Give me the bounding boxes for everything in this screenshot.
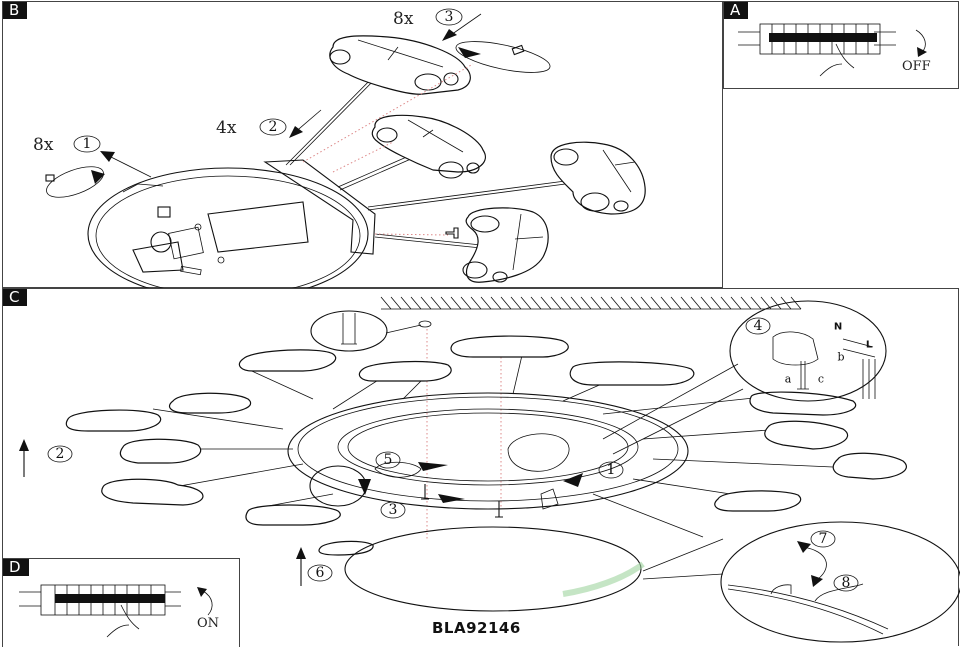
screw-icon (445, 227, 459, 239)
glass-diffuser (344, 526, 645, 612)
svg-text:8: 8 (842, 575, 851, 591)
screw-icon (421, 484, 503, 518)
fuse-box-on-drawing: ON (19, 584, 219, 638)
switch-up-arrow-icon (202, 590, 213, 616)
panel-b-drawing: 8x 1 4x 2 8x 3 (33, 8, 646, 301)
step-badge-6: 6 (307, 564, 333, 582)
step-badge-1: 1 (598, 461, 624, 479)
svg-text:3: 3 (389, 502, 398, 518)
glass-clip-detail-bubble (642, 521, 960, 643)
hand-icon (819, 43, 855, 77)
arrow-icon (104, 153, 152, 178)
step-badges: 1 2 3 4 5 6 7 8 (47, 317, 859, 592)
live-wire-label: L (866, 340, 873, 351)
panel-c-drawing: N L a b c 1 (19, 296, 960, 643)
wall-plug-detail (310, 310, 432, 352)
callout-step-2: 4x 2 (216, 118, 287, 138)
svg-text:7: 7 (819, 531, 828, 547)
svg-text:5: 5 (384, 452, 393, 468)
fuse-box-icon (19, 584, 181, 616)
car-shade (371, 114, 486, 179)
car-shade (329, 35, 471, 95)
svg-text:4x: 4x (216, 118, 237, 138)
svg-text:4: 4 (754, 318, 763, 334)
svg-text:1: 1 (83, 136, 92, 152)
svg-text:2: 2 (269, 119, 278, 135)
hand-icon (106, 604, 140, 638)
panel-b: B (2, 1, 723, 301)
rotate-arrow-icon (46, 166, 104, 198)
car-shade (550, 141, 646, 215)
fuse-box-icon (738, 23, 896, 55)
panel-a: A OFF (723, 1, 959, 89)
step-badge-7: 7 (810, 530, 836, 548)
svg-text:3: 3 (445, 9, 454, 25)
terminal-c-label: c (818, 373, 824, 386)
fuse-box-off-drawing: OFF (738, 23, 931, 77)
svg-text:6: 6 (316, 565, 325, 581)
on-label: ON (197, 616, 219, 631)
step-badge-2: 2 (47, 445, 73, 463)
svg-text:1: 1 (607, 462, 616, 478)
callout-step-3: 8x 3 (393, 8, 463, 29)
ceiling-canopy-base (87, 159, 376, 301)
svg-text:8x: 8x (33, 135, 54, 155)
ceiling-canopy (287, 392, 689, 510)
step-badge-8: 8 (833, 574, 859, 592)
ceiling-hatch (380, 296, 802, 310)
neutral-wire-label: N (834, 322, 842, 333)
model-code: BLA92146 (432, 619, 521, 637)
panel-d-tag: D (3, 559, 29, 576)
off-label: OFF (902, 59, 931, 74)
step-badge-3: 3 (380, 501, 406, 519)
step-badge-4: 4 (745, 317, 771, 335)
panel-b-tag: B (3, 2, 28, 19)
terminal-a-label: a (785, 373, 792, 386)
panel-d: D ON (2, 558, 240, 647)
car-shades-ring (65, 335, 907, 556)
rotate-arrow-icon (455, 41, 551, 73)
svg-text:2: 2 (56, 446, 65, 462)
svg-text:8x: 8x (393, 9, 414, 29)
wiring-detail-bubble: N L a b c (602, 300, 887, 455)
car-arms (152, 350, 834, 538)
terminal-b-label: b (837, 351, 844, 364)
panel-a-tag: A (724, 2, 749, 19)
panel-c-tag: C (3, 289, 28, 306)
callout-step-1: 8x 1 (33, 135, 101, 155)
step-badge-5: 5 (375, 451, 401, 469)
car-shade (462, 207, 549, 283)
